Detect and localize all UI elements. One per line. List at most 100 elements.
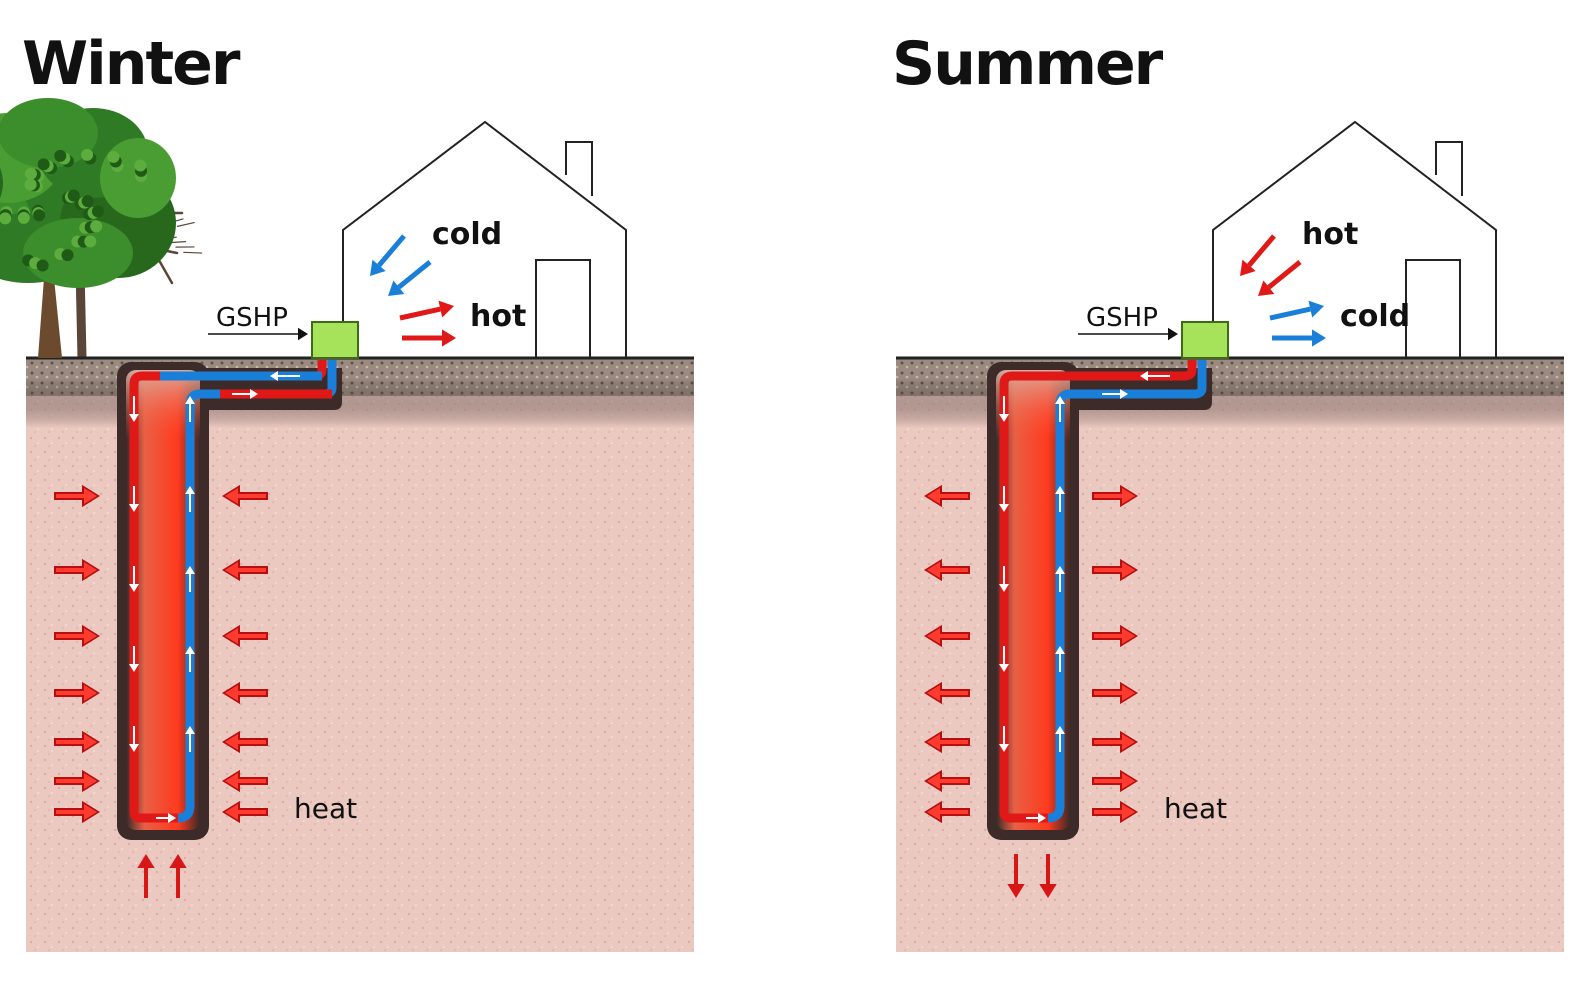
arrow-head xyxy=(1055,646,1065,654)
arrow-head xyxy=(185,726,195,734)
flow-arrow-trench xyxy=(1140,371,1170,381)
arrow-head xyxy=(1055,566,1065,574)
season-title: Winter xyxy=(22,29,241,99)
ground-heat-arrow-right xyxy=(1092,800,1138,824)
arrow-fill xyxy=(927,684,968,702)
arrow-head xyxy=(84,733,97,751)
tree-leaf-cluster xyxy=(54,149,67,162)
cold-pipe xyxy=(1047,360,1207,823)
tree-twig xyxy=(183,251,203,254)
arrow-head xyxy=(388,280,405,296)
flow-arrow-down xyxy=(129,726,139,752)
arrow-head xyxy=(442,329,456,347)
tree-leaf-cluster xyxy=(36,259,49,272)
arrow-head xyxy=(225,803,238,821)
indoor-bottom-label: hot xyxy=(470,299,526,334)
arrow-fill xyxy=(1094,684,1135,702)
arrow-fill xyxy=(225,684,266,702)
ground-heat-arrow-left xyxy=(54,730,100,754)
indoor-top-arrow xyxy=(370,234,406,276)
ground-heat-arrow-right xyxy=(1092,730,1138,754)
tree-foliage xyxy=(0,98,98,168)
flow-arrow-down xyxy=(999,726,1009,752)
arrow-head xyxy=(1055,396,1065,404)
flow-arrow-down xyxy=(129,646,139,672)
flow-arrow-bottom xyxy=(156,813,176,823)
arrow-head xyxy=(298,327,308,341)
arrow-shaft xyxy=(1247,234,1276,267)
arrow-head xyxy=(927,803,940,821)
arrow-head xyxy=(1007,884,1025,898)
tree-leaf-cluster xyxy=(37,158,50,171)
arrow-head xyxy=(1240,259,1256,276)
arrow-head xyxy=(1122,627,1135,645)
arrow-head xyxy=(1055,726,1065,734)
borehole-heat-fade xyxy=(996,370,1070,510)
ground-heat-label: heat xyxy=(1164,792,1227,825)
arrow-head xyxy=(84,684,97,702)
ground-heat-arrow-left xyxy=(54,769,100,793)
tree-foliage xyxy=(23,218,133,288)
arrow-shaft xyxy=(397,260,432,290)
tree-leaf-cluster xyxy=(24,178,37,191)
tree-leaf-cluster xyxy=(0,212,12,225)
flow-arrow-trench xyxy=(232,389,258,399)
arrow-fill xyxy=(927,627,968,645)
arrow-head xyxy=(999,664,1009,672)
chimney xyxy=(1435,141,1463,196)
flow-arrow-up xyxy=(1055,726,1065,752)
ground-heat-arrow-left xyxy=(924,681,970,705)
ground-heat-arrow-left xyxy=(924,769,970,793)
gshp-pointer-arrow xyxy=(208,327,308,341)
flow-arrow-down xyxy=(129,396,139,422)
arrow-head xyxy=(250,389,258,399)
indoor-bottom-arrow xyxy=(399,300,454,321)
indoor-top-arrow xyxy=(1258,260,1302,296)
arrow-head xyxy=(927,487,940,505)
vertical-heat-arrow xyxy=(1039,854,1057,898)
season-title: Summer xyxy=(892,29,1164,99)
arrow-shaft xyxy=(1267,260,1302,290)
indoor-bottom-arrow xyxy=(402,329,456,347)
arrow-head xyxy=(1140,371,1148,381)
tree-foliage xyxy=(0,167,3,199)
arrow-fill xyxy=(927,772,968,790)
arrow-head xyxy=(1122,733,1135,751)
arrow-fill xyxy=(225,627,266,645)
arrow-head xyxy=(185,646,195,654)
arrow-head xyxy=(1120,389,1128,399)
arrow-shaft xyxy=(377,234,406,267)
indoor-top-label: cold xyxy=(432,217,502,252)
ground-heat-arrow-left xyxy=(924,730,970,754)
arrow-head xyxy=(225,561,238,579)
arrow-fill xyxy=(225,733,266,751)
tree-leaf-cluster xyxy=(134,159,147,172)
arrow-head xyxy=(129,664,139,672)
gshp-unit xyxy=(311,321,359,359)
arrow-head xyxy=(927,561,940,579)
arrow-head xyxy=(84,627,97,645)
ground-heat-arrow-right xyxy=(222,769,268,793)
ground-heat-arrow-left xyxy=(924,624,970,648)
arrow-fill xyxy=(1094,627,1135,645)
tree-leaf-cluster xyxy=(24,167,37,180)
arrow-head xyxy=(168,813,176,823)
tree-leaf-cluster xyxy=(91,205,104,218)
arrow-head xyxy=(999,504,1009,512)
flow-arrow-up xyxy=(185,396,195,422)
arrow-head xyxy=(1055,486,1065,494)
flow-arrow-down xyxy=(129,486,139,512)
flow-arrow-down xyxy=(999,566,1009,592)
ground-heat-arrow-right xyxy=(1092,681,1138,705)
ground-heat-arrow-right xyxy=(1092,484,1138,508)
arrow-fill xyxy=(56,627,97,645)
arrow-head xyxy=(270,371,278,381)
ground-heat-label: heat xyxy=(294,792,357,825)
arrow-head xyxy=(1122,684,1135,702)
ground-heat-arrow-left xyxy=(54,681,100,705)
flow-arrow-trench xyxy=(1102,389,1128,399)
arrow-head xyxy=(1039,884,1057,898)
arrow-head xyxy=(1308,300,1324,318)
flow-arrow-down xyxy=(999,396,1009,422)
flow-arrow-up xyxy=(1055,566,1065,592)
